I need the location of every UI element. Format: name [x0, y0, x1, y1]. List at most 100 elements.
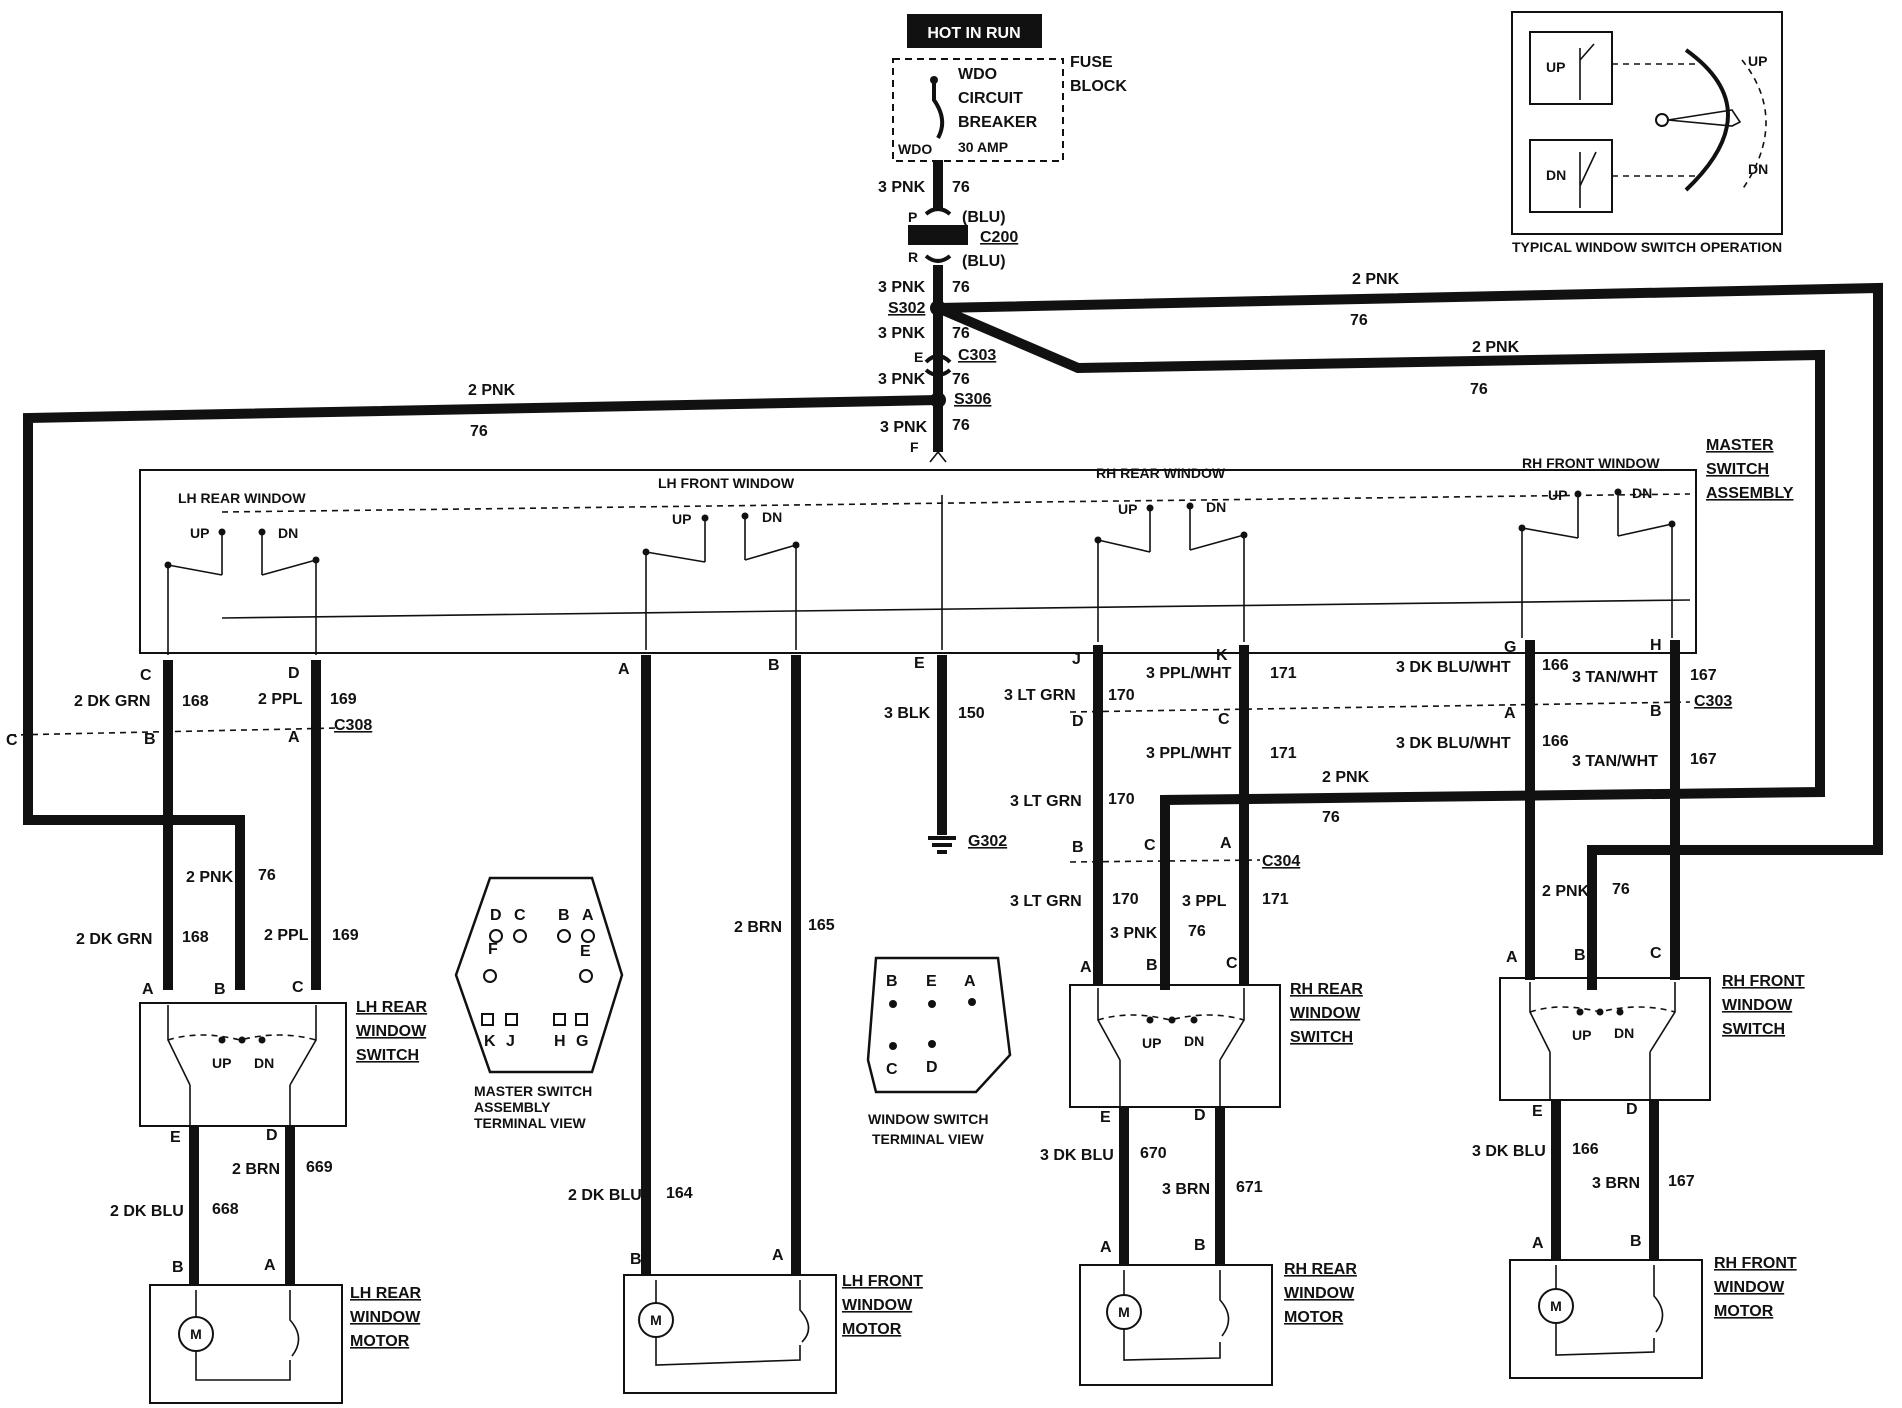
master-rh-front-switch[interactable]: UP DN — [1518, 485, 1676, 638]
terminal-pin — [928, 1040, 936, 1048]
rh-rear-m-a: A — [1100, 1239, 1112, 1256]
c200-connector — [908, 225, 968, 245]
terminal-pin — [513, 929, 527, 943]
terminal-pin — [928, 1000, 936, 1008]
feed-c2: 76 — [952, 279, 970, 296]
inset-rocker-arc — [1684, 48, 1730, 192]
pin-k: K — [1216, 647, 1228, 664]
lh-rear-wc: 2 PPL — [264, 927, 309, 944]
c303b-dashed — [1069, 701, 1691, 713]
wire-k-name: 3 PPL/WHT — [1146, 665, 1232, 682]
rh-front-window-switch[interactable] — [1499, 977, 1711, 1101]
pivot-node — [1168, 1016, 1176, 1024]
lh-rear-mt-2: WINDOW — [350, 1309, 421, 1326]
lh-front-m-b: B — [630, 1251, 642, 1268]
rh-rear-contacts — [1097, 506, 1245, 553]
wire-j-circ: 170 — [1108, 687, 1135, 704]
master-lh-front-switch[interactable]: UP DN — [642, 509, 800, 650]
ground-icon — [928, 836, 956, 854]
term-m-j: J — [506, 1033, 515, 1050]
wire-kk-circ: 171 — [1270, 745, 1297, 762]
lh-rear-contacts — [167, 532, 317, 576]
left-branch-w: 2 PNK — [468, 382, 516, 399]
inset-switch-up — [1529, 31, 1613, 105]
term-w-cap-2: TERMINAL VIEW — [872, 1131, 985, 1147]
rh-rear-window-switch[interactable] — [1069, 984, 1281, 1108]
feed-w2: 3 PNK — [878, 279, 926, 296]
rh-rear-ce: 670 — [1140, 1145, 1167, 1162]
rh-rear-dn: DN — [1206, 499, 1226, 515]
c304-dashed — [1069, 859, 1261, 863]
c308-c: C — [6, 732, 18, 749]
master-title-3: ASSEMBLY — [1706, 485, 1794, 502]
rh-front-window-motor[interactable] — [1509, 1259, 1703, 1379]
pivot-node — [1576, 1008, 1584, 1016]
feed-c3: 76 — [952, 325, 970, 342]
rh-front-sw-up: UP — [1572, 1027, 1591, 1043]
lh-front-cb: 165 — [808, 917, 835, 934]
term-m-d: D — [490, 907, 502, 924]
rh-rear-window-motor[interactable] — [1079, 1264, 1273, 1386]
wire-jj-name: 3 LT GRN — [1010, 793, 1082, 810]
lh-rear-sw-title-2: WINDOW — [356, 1023, 427, 1040]
inset-caption: TYPICAL WINDOW SWITCH OPERATION — [1512, 239, 1782, 255]
rh-rear-pin-a: A — [1080, 959, 1092, 976]
rr-branch-c: 76 — [1322, 809, 1340, 826]
feed-c1: 76 — [952, 179, 970, 196]
c303-label: C303 — [958, 347, 996, 364]
c303b-label: C303 — [1694, 693, 1732, 710]
lh-rear-window-motor[interactable] — [149, 1284, 343, 1404]
terminal-pin — [481, 1013, 494, 1026]
pin-h: H — [1650, 637, 1662, 654]
master-title-1: MASTER — [1706, 437, 1774, 454]
rh-front-assembly: 2 PNK 76 A B C UP DN RH FRONT WINDOW SWI… — [1472, 881, 1805, 1379]
master-lh-rear-switch[interactable]: UP DN — [164, 525, 320, 655]
lh-rear-pin-d: D — [266, 1127, 278, 1144]
rh-rear-mt-3: MOTOR — [1284, 1309, 1344, 1326]
inset-pivot — [1655, 113, 1669, 127]
rh-front-pin-d: D — [1626, 1101, 1638, 1118]
rh-front-pin-b: B — [1574, 947, 1586, 964]
rh-rear-sw-up: UP — [1142, 1035, 1161, 1051]
pin-e: E — [914, 655, 925, 672]
wire-d-name: 2 PPL — [258, 691, 303, 708]
wire-jj-circ: 170 — [1108, 791, 1135, 808]
breaker-terminal: WDO — [898, 141, 932, 157]
c200-arc-top — [924, 207, 952, 216]
c303b-a: A — [1504, 705, 1516, 722]
rh-front-ce: 166 — [1572, 1141, 1599, 1158]
wire-gg-circ: 166 — [1542, 733, 1569, 750]
fuse-block-outline — [892, 58, 1064, 162]
term-w-c: C — [886, 1061, 898, 1078]
rh-front-sw-title-2: WINDOW — [1722, 997, 1793, 1014]
c200-label: C200 — [980, 229, 1018, 246]
lh-rear-pin-e: E — [170, 1129, 181, 1146]
master-rh-rear-switch[interactable]: UP DN — [1094, 499, 1248, 642]
rh-front-pin-c: C — [1650, 945, 1662, 962]
rh-front-window-section: RH FRONT WINDOW — [1522, 455, 1660, 471]
lh-rear-window-switch[interactable] — [139, 1002, 347, 1127]
rh-rear-mt-2: WINDOW — [1284, 1285, 1355, 1302]
terminal-pin — [579, 969, 593, 983]
lh-front-mt-2: WINDOW — [842, 1297, 913, 1314]
feed-w3: 3 PNK — [878, 325, 926, 342]
terminal-pin — [968, 998, 976, 1006]
lh-front-window-section: LH FRONT WINDOW — [658, 475, 795, 491]
lh-front-dn: DN — [762, 509, 782, 525]
breaker-label-2: CIRCUIT — [958, 90, 1023, 107]
c303b-b: B — [1650, 703, 1662, 720]
lh-rear-up: UP — [190, 525, 209, 541]
lh-front-window-motor[interactable] — [623, 1274, 837, 1394]
lh-rear-pin-c: C — [292, 979, 304, 996]
rh-front-mt-3: MOTOR — [1714, 1303, 1774, 1320]
window-terminal-view: B E A C D WINDOW SWITCH TERMINAL VIEW — [866, 956, 1012, 1147]
term-m-c: C — [514, 907, 526, 924]
feed-w5: 3 PNK — [880, 419, 928, 436]
lh-front-m-label: M — [650, 1312, 662, 1328]
rh-rear-m-label: M — [1118, 1304, 1130, 1320]
rh-front-m-b: B — [1630, 1233, 1642, 1250]
rh-rear-cd: 671 — [1236, 1179, 1263, 1196]
c304-a: A — [1220, 835, 1232, 852]
rh-rear-pin-c: C — [1226, 955, 1238, 972]
rh-front-sw-dn: DN — [1614, 1025, 1634, 1041]
